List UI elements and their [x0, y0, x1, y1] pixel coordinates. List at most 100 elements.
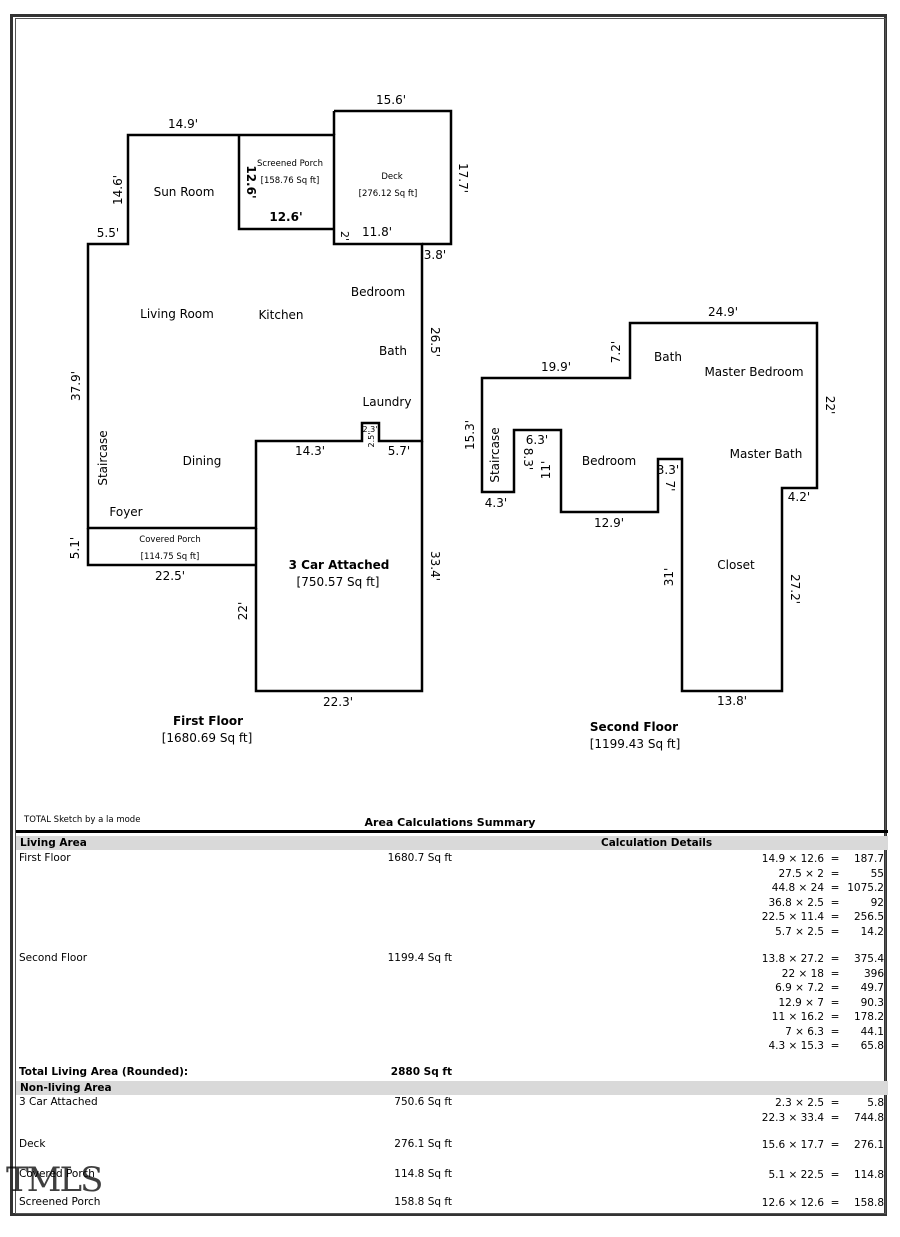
dim-deck-bottom: 11.8': [362, 225, 392, 239]
covered-porch-sqft: 114.8 Sq ft: [394, 1168, 452, 1180]
floor-plan-sketch: 14.9' 15.6' 14.6' Sun Room 12.6' Screene…: [68, 93, 837, 751]
dim-63: 6.3': [526, 433, 548, 447]
calc-row: 6.9 × 7.2=49.7: [762, 981, 884, 996]
second-floor-area: [1199.43 Sq ft]: [590, 737, 681, 751]
calc-equals: =: [830, 1025, 840, 1038]
garage-label: 3 Car Attached: [19, 1096, 98, 1108]
room-screened-porch: Screened Porch: [257, 159, 323, 169]
calc-result: 5.8: [867, 1097, 884, 1109]
calc-row: 22 × 18=396: [762, 967, 884, 982]
dim-porch-51: 5.1': [68, 537, 82, 559]
garage-sqft: 750.6 Sq ft: [394, 1096, 452, 1108]
calc-result: 396: [863, 967, 884, 980]
calc-row: 22.5 × 11.4=256.5: [762, 910, 884, 925]
calc-result: 49.7: [860, 982, 884, 994]
nonliving-area-label: Non-living Area: [20, 1082, 112, 1094]
calc-equals: =: [830, 925, 840, 938]
dim-153: 15.3': [463, 420, 477, 450]
dim-31: 31': [662, 568, 676, 587]
calc-result: 90.3: [860, 996, 884, 1009]
room-kitchen: Kitchen: [258, 308, 303, 322]
calc-expression: 14.9 × 12.6: [761, 853, 824, 865]
dim-11: 11': [539, 461, 553, 480]
dim-138: 13.8': [717, 694, 747, 708]
calc-row: 7 × 6.3=44.1: [762, 1025, 884, 1040]
dim-porch-bottom: 12.6': [269, 210, 302, 224]
calc-row: 2.3 × 2.5=5.8: [762, 1096, 884, 1111]
calc-row: 44.8 × 24=1075.2: [762, 881, 884, 896]
calc-result: 55: [870, 867, 884, 880]
garage-outline: [254, 441, 424, 693]
second-floor-title: Second Floor: [590, 720, 678, 734]
room-closet: Closet: [717, 558, 755, 572]
second-floor-outline: [480, 321, 819, 693]
dim-129: 12.9': [594, 516, 624, 530]
calc-expression: 4.3 × 15.3: [768, 1040, 824, 1052]
sketch-credit: TOTAL Sketch by a la mode: [24, 815, 141, 825]
room-bedroom-1f: Bedroom: [351, 285, 405, 299]
room-master-bath: Master Bath: [730, 447, 803, 461]
calc-equals: =: [830, 996, 840, 1009]
screened-porch-label: Screened Porch: [19, 1196, 101, 1208]
calc-equals: =: [830, 867, 840, 880]
room-master-bedroom: Master Bedroom: [704, 365, 803, 379]
dim-sun-side: 14.6': [111, 175, 125, 205]
calc-expression: 11 × 16.2: [771, 1011, 824, 1023]
calc-row: 11 × 16.2 = 178.2: [762, 1010, 884, 1025]
calc-expression: 15.6 × 17.7: [761, 1139, 824, 1151]
calc-result: 187.7: [853, 853, 884, 865]
dim-g-143: 14.3': [295, 444, 325, 458]
calc-expression: 36.8 × 2.5: [768, 896, 824, 909]
calc-result: 44.1: [860, 1025, 884, 1038]
summary-divider: [16, 830, 888, 833]
calc-expression: 22 × 18: [781, 967, 824, 980]
calc-expression: 5.1 × 22.5: [768, 1169, 824, 1181]
dim-43: 4.3': [485, 496, 507, 510]
total-living-label: Total Living Area (Rounded):: [19, 1066, 189, 1078]
covered-porch-calcs: 5.1 × 22.5=114.8: [768, 1168, 884, 1183]
room-staircase-1f: Staircase: [96, 430, 110, 485]
calc-row: 14.9 × 12.6=187.7: [762, 852, 884, 867]
calc-result: 276.1: [853, 1139, 884, 1151]
calc-result: 1075.2: [847, 882, 884, 894]
calc-expression: 5.7 × 2.5: [775, 925, 824, 938]
dim-g-22: 22': [236, 602, 250, 621]
first-floor-sqft: 1680.7 Sq ft: [387, 852, 452, 864]
dim-nub-25: 2.5': [367, 433, 376, 448]
calc-result: 375.4: [853, 953, 884, 965]
room-laundry: Laundry: [363, 395, 412, 409]
covered-porch-label: Covered Porch: [19, 1168, 95, 1180]
calc-details-label: Calculation Details: [601, 837, 713, 849]
calc-equals: =: [830, 1111, 840, 1124]
calc-row: 4.3 × 15.3=65.8: [762, 1039, 884, 1054]
dim-42: 4.2': [788, 490, 810, 504]
first-floor-title: First Floor: [173, 714, 243, 728]
nonliving-area-header: Non-living Area: [16, 1081, 888, 1095]
calc-row: 12.9 × 7=90.3: [762, 996, 884, 1011]
area-screened-porch: [158.76 Sq ft]: [261, 176, 320, 186]
calc-equals: =: [830, 1011, 840, 1023]
calc-result: 14.2: [860, 925, 884, 938]
dim-199: 19.9': [541, 360, 571, 374]
screened-porch-calcs: 12.6 × 12.6=158.8: [762, 1196, 884, 1211]
dim-top-left: 14.9': [168, 117, 198, 131]
calc-expression: 22.5 × 11.4: [761, 911, 824, 923]
dim-g-223: 22.3': [323, 695, 353, 709]
calc-equals: =: [830, 1040, 840, 1052]
screened-porch-sqft: 158.8 Sq ft: [394, 1196, 452, 1208]
dim-72: 7.2': [609, 341, 623, 363]
total-living-value: 2880 Sq ft: [390, 1066, 452, 1078]
room-staircase-2f: Staircase: [488, 427, 502, 482]
calc-result: 178.2: [853, 1011, 884, 1023]
room-dining: Dining: [183, 454, 222, 468]
living-area-header: Living Area Calculation Details: [16, 836, 888, 850]
inner-frame: [15, 18, 886, 1214]
dim-top-deck: 15.6': [376, 93, 406, 107]
calc-expression: 13.8 × 27.2: [761, 953, 824, 965]
calc-row: 22.3 × 33.4=744.8: [762, 1111, 884, 1126]
dim-g-334: 33.4': [428, 551, 442, 581]
deck-outline: [332, 109, 453, 246]
calc-equals: =: [830, 882, 840, 894]
dim-step-55: 5.5': [97, 226, 119, 240]
